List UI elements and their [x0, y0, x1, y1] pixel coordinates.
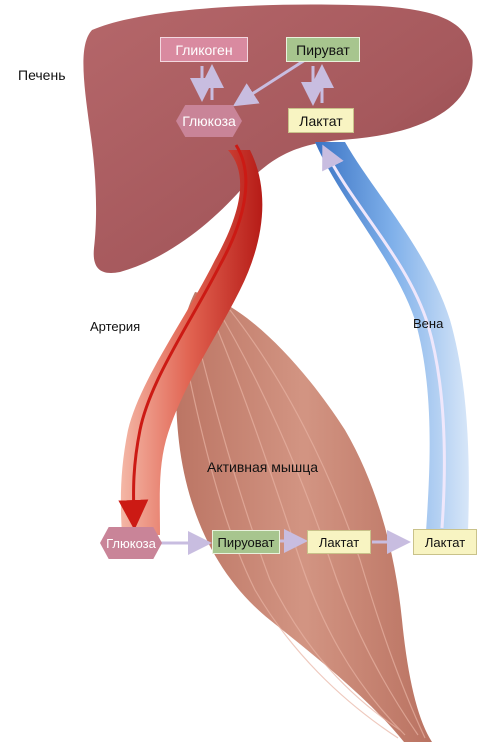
liver-arrows [190, 58, 334, 107]
liver-shape [83, 4, 473, 274]
artery-vessel [120, 150, 263, 535]
muscle-label: Активная мышца [207, 459, 319, 475]
liver-glucose-node: Глюкоза [176, 105, 242, 137]
vein-label: Вена [413, 316, 444, 331]
artery-flow-arrow [118, 144, 248, 530]
vein-vessel [315, 142, 469, 532]
liver-lactate-node: Лактат [288, 108, 354, 133]
muscle-arrows [160, 529, 411, 555]
muscle-lactate-node: Лактат [307, 530, 371, 554]
liver-label: Печень [18, 67, 66, 83]
muscle-shape [176, 292, 432, 742]
artery-label: Артерия [90, 319, 141, 334]
muscle-pyruvate-node: Пируоват [212, 530, 280, 554]
liver-pyruvate-node: Пируват [286, 37, 360, 62]
liver-glycogen-node: Гликоген [160, 37, 248, 62]
vein-flow-arrow [322, 144, 446, 529]
muscle-glucose-node: Глюкоза [100, 527, 162, 559]
muscle-lactate-out-node: Лактат [413, 529, 477, 555]
